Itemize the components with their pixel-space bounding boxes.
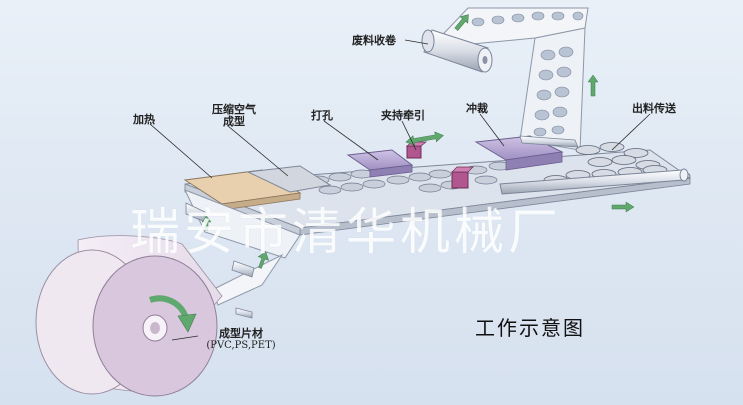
label-heating: 加热 xyxy=(133,113,155,126)
feed-guide xyxy=(184,189,301,319)
label-punching: 打孔 xyxy=(311,109,333,122)
clamp-units xyxy=(406,141,474,189)
label-compressed-air-line1: 压缩空气 xyxy=(212,103,256,116)
forming-plate xyxy=(246,165,332,193)
arrow-up-icon xyxy=(201,215,212,231)
arrow-up-right-icon xyxy=(257,251,269,269)
conveyor-roller xyxy=(499,168,689,195)
label-compressed-air-forming: 压缩空气 成型 xyxy=(208,104,260,128)
watermark: 瑞安市清华机械厂 xyxy=(130,203,562,261)
arrow-right-icon xyxy=(611,201,635,213)
arrow-double-icon xyxy=(405,131,444,146)
label-output-conveying: 出料传送 xyxy=(632,102,676,115)
label-die-cutting: 冲裁 xyxy=(466,102,488,115)
sheet-roll xyxy=(35,235,223,397)
waste-web xyxy=(428,7,589,151)
label-forming-sheet-line2: (PVC,PS,PET) xyxy=(206,340,276,351)
arrow-up-web-icon xyxy=(454,14,469,31)
diagram-title: 工作示意图 xyxy=(475,316,585,340)
direction-arrows xyxy=(201,14,635,269)
punch-plate xyxy=(346,149,414,178)
arrow-up-vertical-icon xyxy=(587,74,599,97)
label-forming-sheet-line1: 成型片材 xyxy=(219,327,263,340)
rotation-arrow-icon xyxy=(149,295,197,333)
die-cut-plate xyxy=(474,135,579,171)
label-waste-rewind: 废料收卷 xyxy=(352,34,396,47)
label-compressed-air-line2: 成型 xyxy=(223,115,245,128)
leader-lines xyxy=(149,39,651,341)
label-clamp-traction: 夹持牵引 xyxy=(381,109,425,122)
waste-rewind-roller xyxy=(421,29,493,73)
label-forming-sheet: 成型片材 (PVC,PS,PET) xyxy=(196,328,286,352)
